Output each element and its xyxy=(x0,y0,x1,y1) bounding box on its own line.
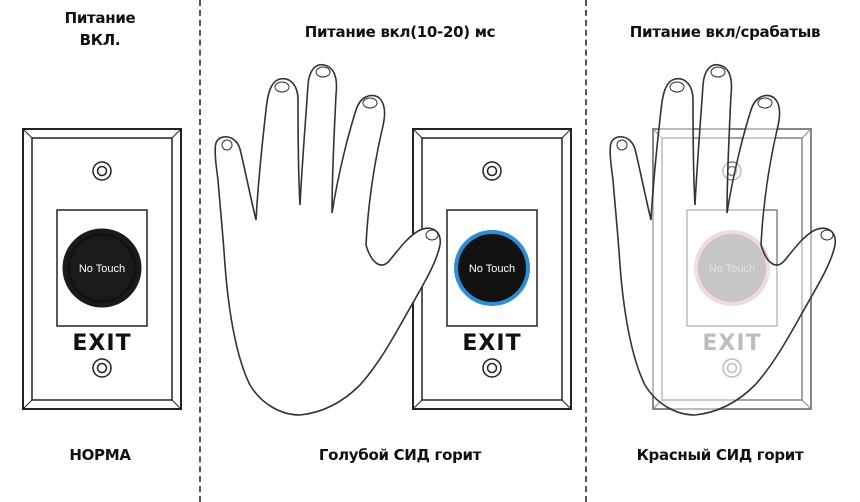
touch-button-label: No Touch xyxy=(652,263,812,275)
column-3-title: Питание вкл/срабатыв xyxy=(629,23,821,41)
exit-panel-normal: No Touch EXIT xyxy=(22,128,182,410)
column-2-caption: Голубой СИД горит xyxy=(318,446,482,464)
column-1-title-line-2: ВКЛ. xyxy=(79,31,121,49)
touch-button-label: No Touch xyxy=(468,263,516,275)
hand-outline-icon xyxy=(609,63,837,416)
screw-icon xyxy=(482,358,502,378)
touch-button-label: No Touch xyxy=(78,263,126,275)
exit-panel-blue: No Touch EXIT xyxy=(412,128,572,410)
exit-plate-drawing xyxy=(652,128,812,410)
column-1-title-line-1: Питание xyxy=(64,9,136,27)
exit-panel-red: No Touch EXIT xyxy=(652,128,812,410)
divider-left xyxy=(199,0,201,502)
touch-button-icon xyxy=(62,228,142,308)
column-3-caption: Красный СИД горит xyxy=(636,446,804,464)
exit-label: EXIT xyxy=(652,331,812,356)
column-1-caption: НОРМА xyxy=(69,446,131,464)
screw-icon xyxy=(482,161,502,181)
exit-plate-drawing xyxy=(22,128,182,410)
screw-icon xyxy=(722,358,742,378)
hand-outline-icon xyxy=(214,63,442,416)
exit-plate-drawing xyxy=(412,128,572,410)
screw-icon xyxy=(92,161,112,181)
screw-icon xyxy=(92,358,112,378)
divider-right xyxy=(585,0,587,502)
touch-button-icon xyxy=(694,230,770,306)
touch-button-icon xyxy=(454,230,530,306)
exit-label: EXIT xyxy=(72,331,132,356)
column-2-title: Питание вкл(10-20) мс xyxy=(304,23,496,41)
exit-label: EXIT xyxy=(462,331,522,356)
